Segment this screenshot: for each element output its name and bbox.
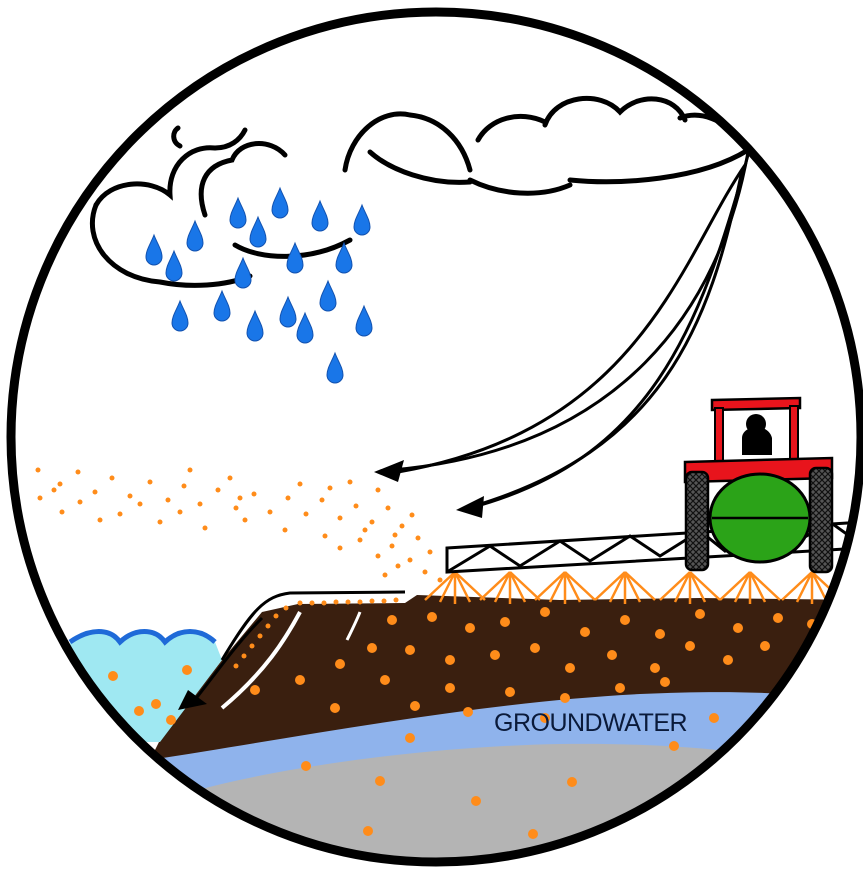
groundwater-label: GROUNDWATER [494, 709, 687, 737]
bedrock-layer [0, 742, 863, 869]
